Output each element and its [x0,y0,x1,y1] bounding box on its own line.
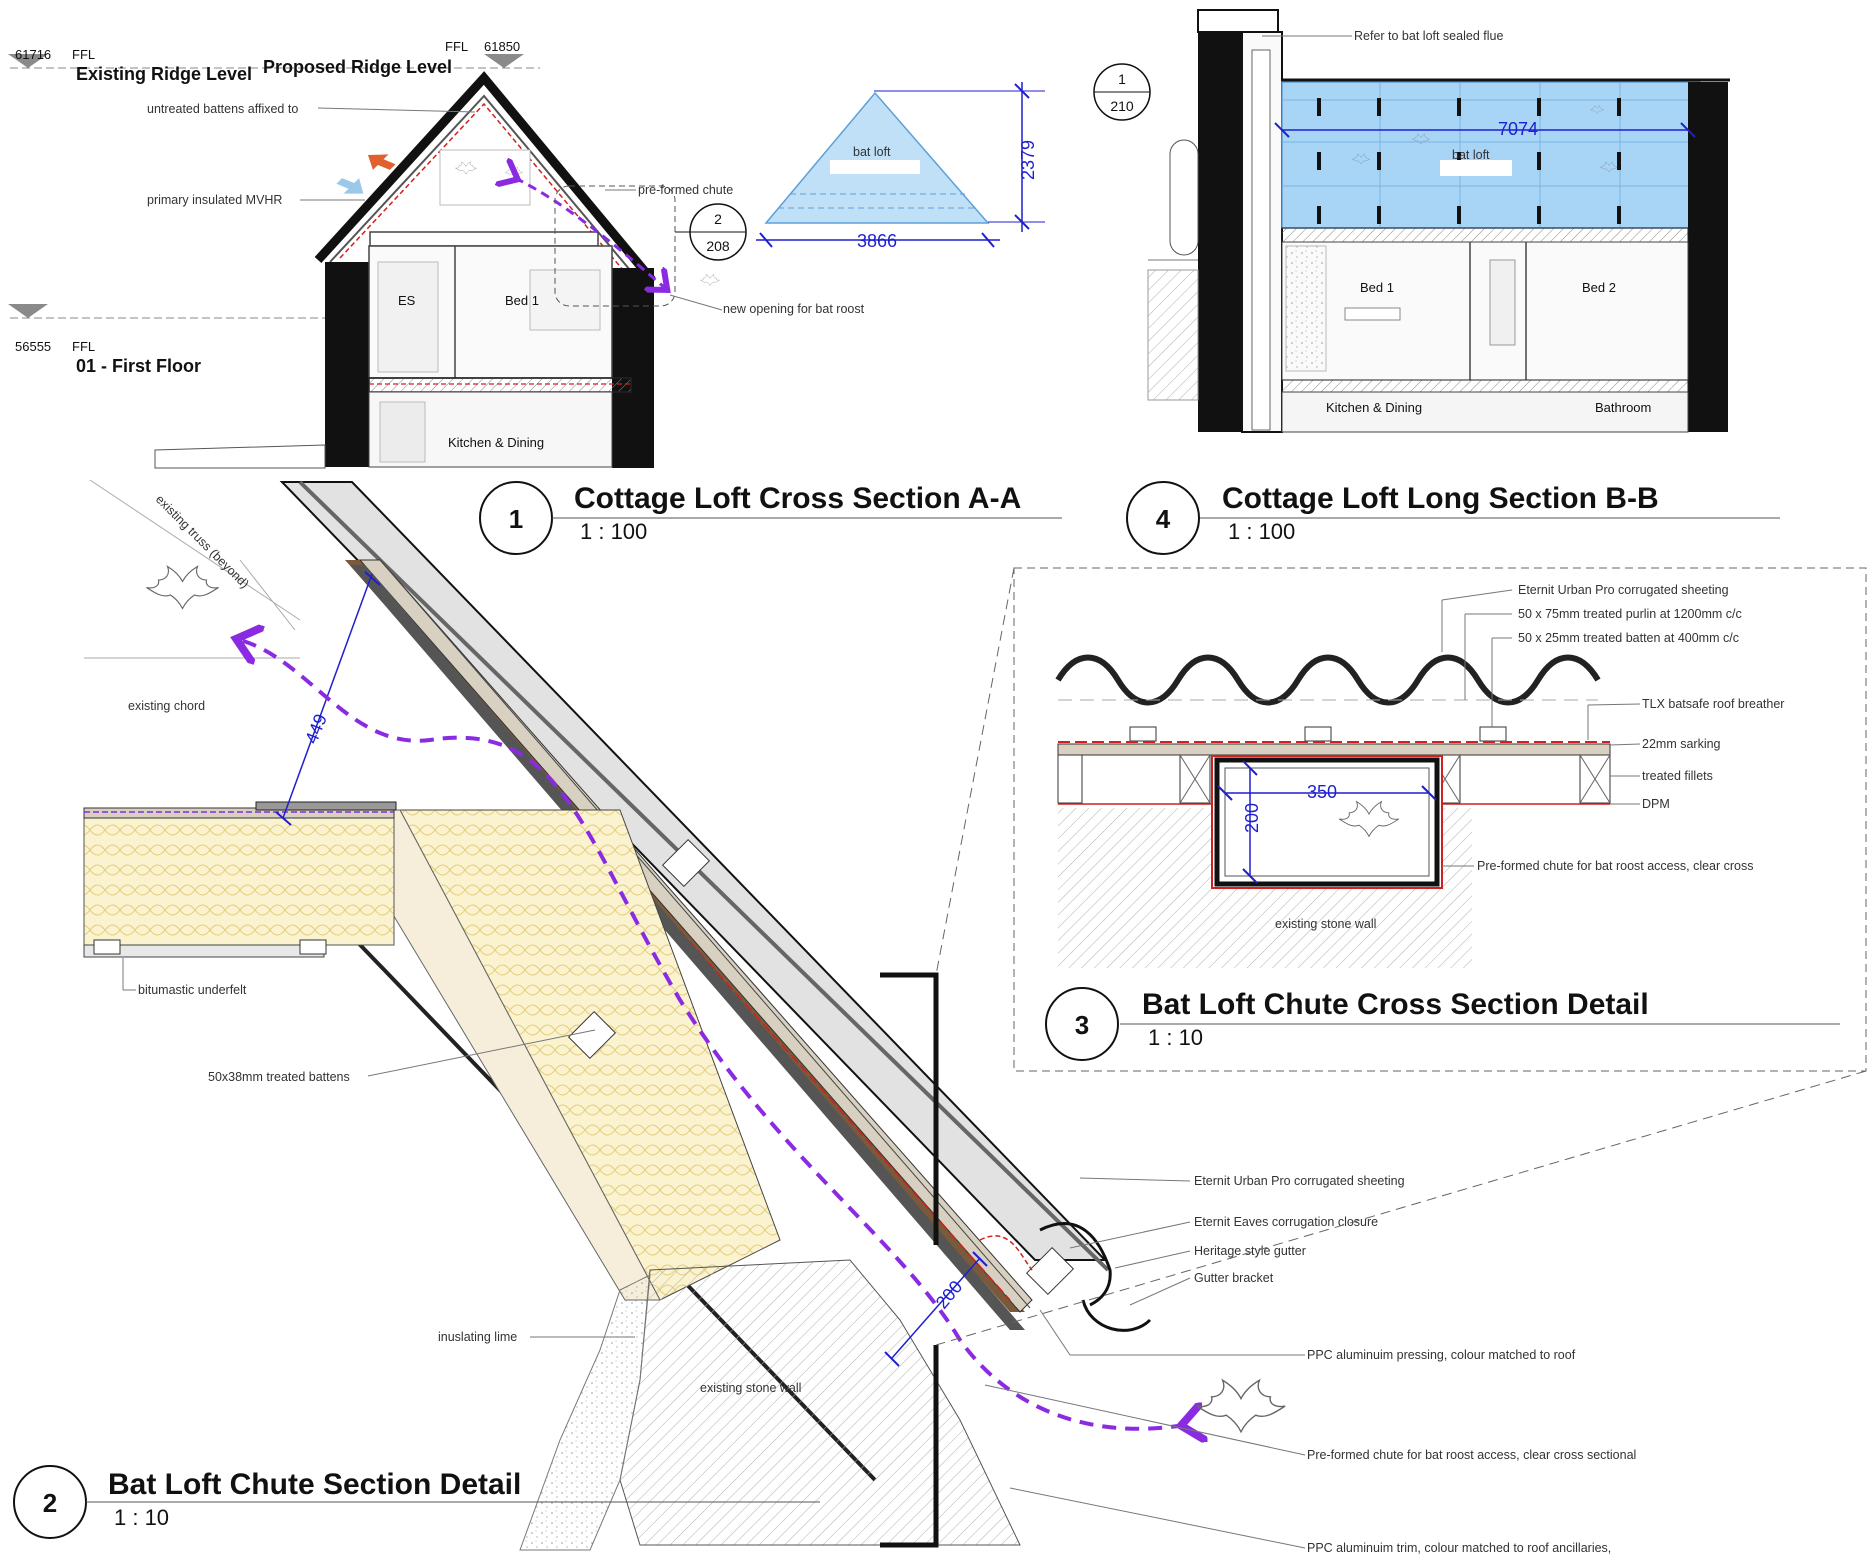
view-title-text-2: Bat Loft Chute Section Detail [108,1468,521,1501]
extract-arrow-icon [367,154,396,170]
callout-insulating-lime: inuslating lime [438,1330,517,1344]
tag-1-top: 1 [1118,71,1126,87]
long-section-view: 7074 bat loft Bed 1 Bed 2 Kitchen & Dini… [1093,9,1780,555]
chute-section-detail: existing truss (beyond) existing chord [13,479,1636,1555]
dim-bat-loft-height: 2379 [1018,140,1038,180]
dim-350: 350 [1307,782,1337,802]
existing-ridge-ffl: FFL [72,47,95,62]
level-marker-icon [8,54,48,68]
callout-fillets: treated fillets [1642,769,1713,783]
callout-new-opening: new opening for bat roost [723,302,865,316]
left-stone-wall [325,262,369,467]
callout-heritage-gutter: Heritage style gutter [1194,1244,1306,1258]
room-label-kitchen-long: Kitchen & Dining [1326,400,1422,415]
callout-eaves-closure: Eternit Eaves corrugation closure [1194,1215,1378,1229]
supply-arrow-icon [336,178,364,194]
first-floor-elevation: 56555 [15,339,51,354]
detail-tag-1-210: 1 210 [1093,63,1151,121]
proposed-ridge-name: Proposed Ridge Level [263,57,452,77]
room-label-bed1: Bed 1 [505,293,539,308]
callout-gutter-bracket: Gutter bracket [1194,1271,1274,1285]
bat-loft-label-a: bat loft [853,145,891,159]
level-marker-icon [8,304,48,318]
callout-purlin: 50 x 75mm treated purlin at 1200mm c/c [1518,607,1742,621]
callout-batten-400: 50 x 25mm treated batten at 400mm c/c [1518,631,1739,645]
callout-eternit-sheeting: Eternit Urban Pro corrugated sheeting [1194,1174,1405,1188]
callout-preformed-chute: pre-formed chute [638,183,733,197]
view-title-text-1: Cottage Loft Cross Section A-A [574,482,1021,515]
callout-dpm: DPM [1642,797,1670,811]
room-label-bed1-long: Bed 1 [1360,280,1394,295]
bat-loft-label-b: bat loft [1452,148,1490,162]
view-number-3: 3 [1075,1010,1089,1040]
callout-chute-clear-cross: Pre-formed chute for bat roost access, c… [1477,859,1754,873]
view-scale-2: 1 : 10 [114,1505,169,1530]
callout-ppc-pressing: PPC aluminuim pressing, colour matched t… [1307,1348,1576,1362]
airflow-arrow-icon [240,640,1185,1429]
callout-chute-clear-sectional: Pre-formed chute for bat roost access, c… [1307,1448,1636,1462]
bat-icon [700,274,720,286]
level-marker-icon [484,54,524,68]
callout-existing-chord: existing chord [128,699,205,713]
right-stone-wall [612,268,654,468]
existing-ridge-name: Existing Ridge Level [76,64,252,84]
view-title-2: 2 Bat Loft Chute Section Detail 1 : 10 [13,1465,820,1539]
callout-battens-50x38: 50x38mm treated battens [208,1070,350,1084]
callout-tlx: TLX batsafe roof breather [1642,697,1784,711]
view-scale-4: 1 : 100 [1228,519,1295,544]
tag-2-top: 2 [714,211,722,227]
callout-refer-flue: Refer to bat loft sealed flue [1354,29,1503,43]
callout-untreated-battens: untreated battens affixed to [147,102,298,116]
bat-loft-key-section: bat loft 2379 3866 [756,82,1045,251]
room-label-es: ES [398,293,416,308]
dim-long-length: 7074 [1498,119,1538,139]
room-label-kitchen: Kitchen & Dining [448,435,544,450]
tag-1-bottom: 210 [1110,98,1134,114]
dim-200-cross: 200 [1242,803,1262,833]
callout-sarking: 22mm sarking [1642,737,1721,751]
callout-bitumastic: bitumastic underfelt [138,983,247,997]
view-title-4: 4 Cottage Loft Long Section B-B 1 : 100 [1126,481,1780,555]
callout-existing-truss: existing truss (beyond) [153,492,252,591]
callout-ppc-trim: PPC aluminuim trim, colour matched to ro… [1307,1541,1611,1555]
proposed-ridge-elevation: 61850 [484,39,520,54]
existing-ridge-elevation: 61716 [15,47,51,62]
bat-loft-volume [1281,81,1701,229]
view-number-2: 2 [43,1488,57,1518]
airflow-arrow-icon [515,178,665,288]
room-label-bathroom: Bathroom [1595,400,1651,415]
dim-449: 449 [301,711,331,746]
bat-icon [1196,1379,1286,1433]
detail-tag-2-208: 2 208 [675,203,747,261]
room-label-bed2: Bed 2 [1582,280,1616,295]
first-floor-ffl: FFL [72,339,95,354]
view-scale-3: 1 : 10 [1148,1025,1203,1050]
view-number-4: 4 [1156,504,1171,534]
bat-icon [145,565,220,610]
view-title-1: 1 Cottage Loft Cross Section A-A 1 : 100 [479,481,1062,555]
callout-eternit-urban: Eternit Urban Pro corrugated sheeting [1518,583,1729,597]
dim-bat-loft-width: 3866 [857,231,897,251]
view-title-text-4: Cottage Loft Long Section B-B [1222,482,1659,515]
proposed-ridge-ffl: FFL [445,39,468,54]
callout-primary-mvhr: primary insulated MVHR [147,193,282,207]
view-scale-1: 1 : 100 [580,519,647,544]
cross-section-view: 61716 FFL Existing Ridge Level FFL 61850… [8,39,1062,555]
chute-cross-detail: existing stone wall 350 200 Eternit Urba… [935,567,1867,1346]
callout-stone-wall-2: existing stone wall [700,1381,801,1395]
first-floor-name: 01 - First Floor [76,356,201,376]
view-title-3: 3 Bat Loft Chute Cross Section Detail 1 … [1045,987,1840,1061]
view-number-1: 1 [509,504,523,534]
tag-2-bottom: 208 [706,238,730,254]
view-title-text-3: Bat Loft Chute Cross Section Detail [1142,988,1649,1021]
callout-stone-wall-3: existing stone wall [1275,917,1376,931]
